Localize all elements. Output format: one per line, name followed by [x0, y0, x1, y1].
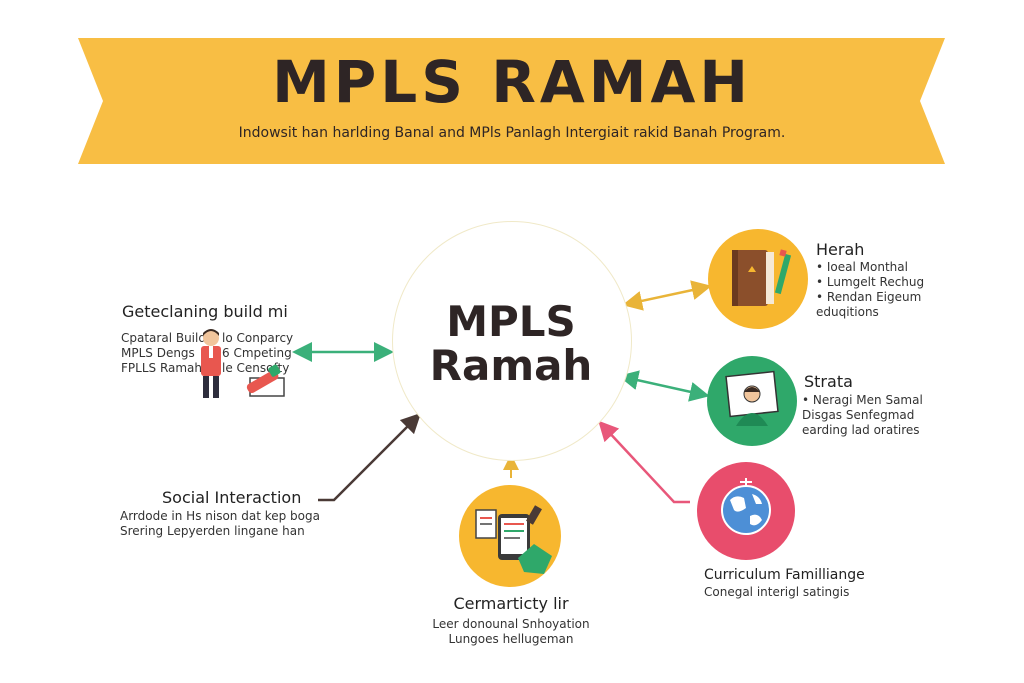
center-circle: [392, 221, 632, 461]
left-top-line: FPLLS Ramah: [121, 361, 203, 375]
bottom-title: Cermarticty lir: [453, 594, 569, 613]
right-top-line: • Rendan Eigeum: [816, 290, 922, 304]
left-top-line: MPLS Dengs: [121, 346, 195, 360]
connector-right-top: [622, 280, 712, 311]
right-mid-line: earding lad oratires: [802, 423, 920, 437]
right-top-line: eduqitions: [816, 305, 879, 319]
paint-tool-icon: [246, 364, 285, 397]
book-icon: [732, 249, 792, 306]
banner-title: MPLS RAMAH: [272, 48, 752, 116]
center-title-line2: Ramah: [429, 341, 593, 390]
banner-subtitle: Indowsit han harlding Banal and MPls Pan…: [238, 125, 786, 141]
tablet-icon: [475, 505, 552, 574]
person-paper-icon: [725, 370, 779, 426]
left-top-line: Cpataral Buildt: [121, 331, 211, 345]
bottom-line: Leer donounal Snhoyation: [432, 617, 590, 631]
left-bottom-line: Arrdode in Hs nison dat kep boga: [120, 509, 320, 523]
left-top-line-right: lo Conparcy: [222, 331, 294, 345]
right-top-title: Herah: [816, 240, 865, 259]
connector-right-mid: [618, 370, 710, 402]
student-icon: [201, 329, 221, 398]
connector-right-bottom: [598, 420, 690, 504]
left-top-title: Geteclaning build mi: [122, 302, 288, 321]
left-top-line-right: 6 Cmpeting: [222, 346, 292, 360]
bottom-line: Lungoes hellugeman: [448, 632, 574, 646]
right-mid-title: Strata: [804, 372, 853, 391]
connector-left-bottom: [318, 412, 422, 502]
left-bottom-title: Social Interaction: [162, 488, 302, 507]
right-bottom-title: Curriculum Familliange: [704, 567, 865, 583]
right-bottom-line: Conegal interigl satingis: [704, 585, 850, 599]
right-top-text: • Ioeal Monthal• Lumgelt Rechug• Rendan …: [816, 260, 924, 320]
right-top-line: • Ioeal Monthal: [816, 260, 908, 274]
globe-icon: [721, 478, 771, 535]
right-top-line: • Lumgelt Rechug: [816, 275, 925, 289]
right-mid-line: • Neragi Men Samal: [802, 393, 923, 407]
left-bottom-line: Srering Lepyerden lingane han: [120, 524, 305, 538]
center-title: MPLS Ramah: [392, 300, 630, 388]
title-banner: [78, 38, 945, 164]
center-title-line1: MPLS: [446, 297, 576, 346]
right-bottom-text: Conegal interigl satingis: [704, 585, 849, 600]
right-mid-line: Disgas Senfegmad: [802, 408, 915, 422]
